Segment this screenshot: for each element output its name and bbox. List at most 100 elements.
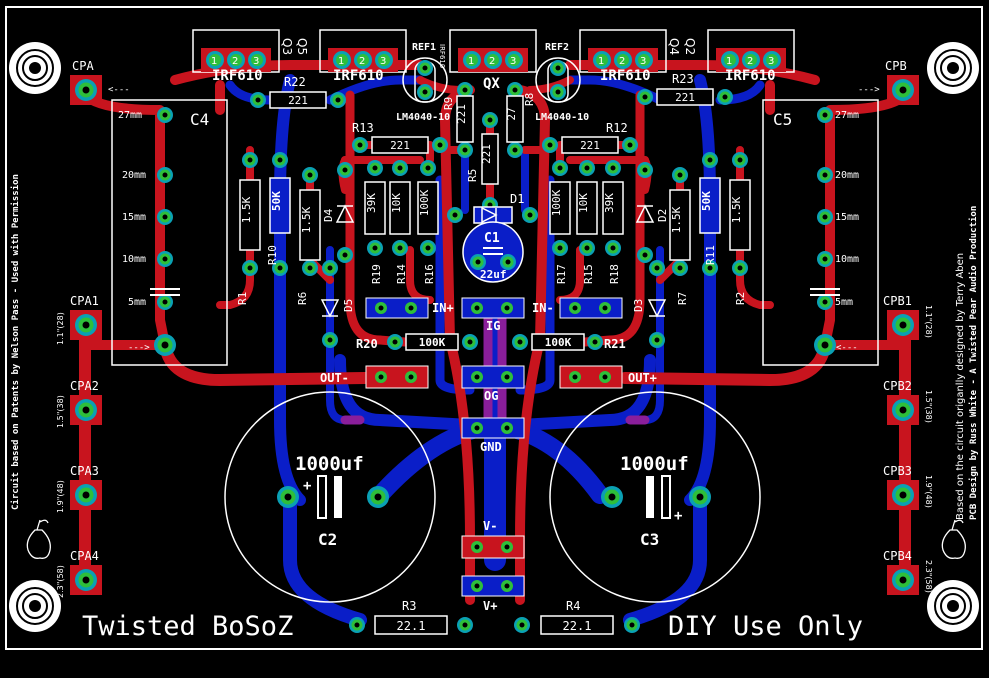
r2-ref: R2 — [734, 292, 747, 305]
r9-ref: R9 — [442, 97, 455, 110]
r12-ref: R12 — [606, 121, 628, 135]
mount-points-left: CPA CPA1 CPA2 CPA3 CPA4 1.1"(28) 1.5"(38… — [56, 59, 102, 598]
pin-label: 3 — [768, 56, 774, 67]
r5-ref: R5 — [466, 169, 479, 182]
r12-value: 221 — [580, 139, 600, 152]
cpb1-label: CPB1 — [883, 294, 912, 308]
og-label: OG — [484, 389, 498, 403]
out-plus-label: OUT+ — [628, 371, 657, 385]
pin-label: 3 — [253, 56, 259, 67]
pin-label: 2 — [747, 56, 753, 67]
pin-label: 2 — [489, 56, 495, 67]
mounting-holes — [9, 42, 979, 632]
out-minus-label: OUT- — [320, 371, 349, 385]
r17-ref: R17 — [555, 264, 568, 284]
capacitor-c4: C4 27mm 20mm 15mm 10mm 5mm <--- ---> — [108, 85, 228, 366]
r18-value: 39K — [603, 193, 616, 213]
ref2-part-label: LM4040-10 — [535, 112, 589, 123]
v-minus-label: V- — [483, 519, 497, 533]
cpa-label: CPA — [72, 59, 94, 73]
transistor-q4: 1 2 3 Q4 — [579, 29, 681, 73]
r21-value: 100K — [545, 336, 572, 349]
cpb2-pitch: 1.5"(38) — [924, 390, 933, 423]
voltage-references: REF1 IRF610 LM4040-10 REF2 LM4040-10 — [396, 42, 589, 123]
pin-label: 3 — [640, 56, 646, 67]
transistor-q2: 1 2 3 Q2 — [683, 29, 795, 73]
d2-ref: D2 — [656, 209, 669, 222]
r11-value: 50K — [700, 191, 713, 211]
ref1-label: REF1 — [412, 42, 436, 53]
cpa1-label: CPA1 — [70, 294, 99, 308]
part-label-q3: IRF610 — [212, 68, 263, 84]
part-label-q2: IRF610 — [725, 68, 776, 84]
part-label-q5: IRF610 — [333, 68, 384, 84]
r16-value: 100K — [418, 189, 431, 216]
c5-ref: C5 — [773, 110, 792, 129]
c3-ref: C3 — [640, 530, 659, 549]
r1-ref: R1 — [236, 292, 249, 305]
r8-value: 27 — [505, 107, 518, 120]
c5-spacing-10: 10mm — [835, 254, 859, 265]
in-plus-label: IN+ — [432, 301, 454, 315]
r23-value: 221 — [675, 91, 695, 104]
c4-spacing-5: 5mm — [128, 297, 146, 308]
r21-ref: R21 — [604, 337, 626, 351]
ig-label: IG — [486, 319, 500, 333]
r17-value: 100K — [550, 189, 563, 216]
pin-label: 2 — [359, 56, 365, 67]
d4-ref: D4 — [322, 208, 335, 222]
r3-value: 22.1 — [397, 619, 426, 633]
r4-value: 22.1 — [563, 619, 592, 633]
pin-label: 1 — [338, 56, 344, 67]
r5-value: 221 — [480, 144, 493, 164]
c1-ref: C1 — [484, 231, 500, 246]
r11-ref: R11 — [704, 245, 717, 265]
r22-value: 221 — [288, 94, 308, 107]
r20-ref: R20 — [356, 337, 378, 351]
pin-label: 2 — [232, 56, 238, 67]
horizontal-resistors: 221 R22 221 R23 221 R13 221 R12 100K R20… — [250, 72, 733, 635]
ref-label: Q2 — [683, 38, 697, 55]
cpb2-label: CPB2 — [883, 379, 912, 393]
r13-value: 221 — [390, 139, 410, 152]
board-title: Twisted BoSoZ — [82, 611, 293, 642]
r20-value: 100K — [419, 336, 446, 349]
pin-label: 2 — [619, 56, 625, 67]
capacitor-c3: + 1000uf C3 — [549, 391, 761, 603]
v-plus-label: V+ — [483, 599, 497, 613]
ref-label: Q4 — [667, 38, 681, 55]
diodes: D4 D5 D2 D3 D1 — [320, 162, 669, 348]
r19-ref: R19 — [370, 264, 383, 284]
r14-ref: R14 — [395, 264, 408, 284]
c5-spacing-20: 20mm — [835, 170, 859, 181]
footer-right-text: DIY Use Only — [668, 611, 863, 642]
r22-ref: R22 — [284, 75, 306, 89]
c2-ref: C2 — [318, 530, 337, 549]
c4-spacing-27: 27mm — [118, 110, 142, 121]
ref2-label: REF2 — [545, 42, 569, 53]
transistor-qx: 1 2 3 QX — [449, 29, 537, 92]
r15-value: 10K — [577, 193, 590, 213]
ref1-sub-label: IRF610 — [438, 44, 446, 68]
cpb3-label: CPB3 — [883, 464, 912, 478]
r3-ref: R3 — [402, 599, 416, 613]
svg-text:<---: <--- — [108, 85, 130, 95]
mount-points-right: CPB CPB1 CPB2 CPB3 CPB4 1.1"(28) 1.5"(38… — [883, 59, 933, 595]
r2-value: 1.5K — [730, 196, 743, 223]
cpa1-pitch: 1.1"(28) — [56, 312, 65, 345]
cpa4-label: CPA4 — [70, 549, 99, 563]
r18-ref: R18 — [608, 264, 621, 284]
svg-text:+: + — [303, 478, 311, 494]
cpb-label: CPB — [885, 59, 907, 73]
cpb1-pitch: 1.1"(28) — [924, 305, 933, 338]
r7-value: 1.5K — [670, 206, 683, 233]
r9-value: 221 — [455, 104, 468, 124]
ref-label: Q3 — [280, 38, 294, 55]
pear-logo-icon — [26, 519, 966, 559]
svg-text:+: + — [674, 508, 682, 524]
cpa2-pitch: 1.5"(38) — [56, 395, 65, 428]
r6-value: 1.5K — [300, 206, 313, 233]
c4-ref: C4 — [190, 110, 209, 129]
r7-ref: R7 — [676, 292, 689, 305]
